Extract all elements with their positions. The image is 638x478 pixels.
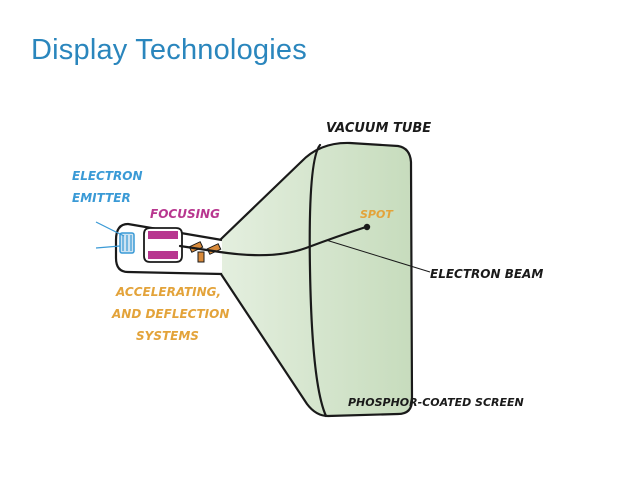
phosphor-screen [308, 143, 328, 418]
label-electron-beam: ELECTRON BEAM [430, 267, 543, 281]
label-accelerating-line2: AND DEFLECTION [111, 307, 229, 321]
deflection-plate-2 [197, 251, 205, 263]
label-focusing: FOCUSING [150, 207, 220, 221]
crt-diagram: VACUUM TUBE ELECTRON EMITTER FOCUSING SP… [72, 121, 543, 418]
label-electron-emitter-line2: EMITTER [72, 191, 131, 205]
label-vacuum-tube: VACUUM TUBE [326, 121, 431, 136]
label-electron-emitter-line1: ELECTRON [72, 169, 143, 183]
electron-beam [178, 225, 368, 257]
emitter-pointer-2 [95, 245, 121, 249]
label-phosphor-screen: PHOSPHOR-COATED SCREEN [348, 396, 524, 409]
emitter-pointer-1 [95, 221, 125, 237]
deflection-plate-1 [188, 241, 204, 253]
slide-title: Display Technologies [31, 34, 307, 66]
label-accelerating-line1: ACCELERATING, [115, 285, 221, 299]
label-accelerating-line3: SYSTEMS [136, 329, 199, 343]
beam-pointer [325, 239, 431, 273]
spot [363, 223, 371, 231]
label-spot: SPOT [360, 208, 394, 221]
tube-funnel [218, 141, 414, 418]
